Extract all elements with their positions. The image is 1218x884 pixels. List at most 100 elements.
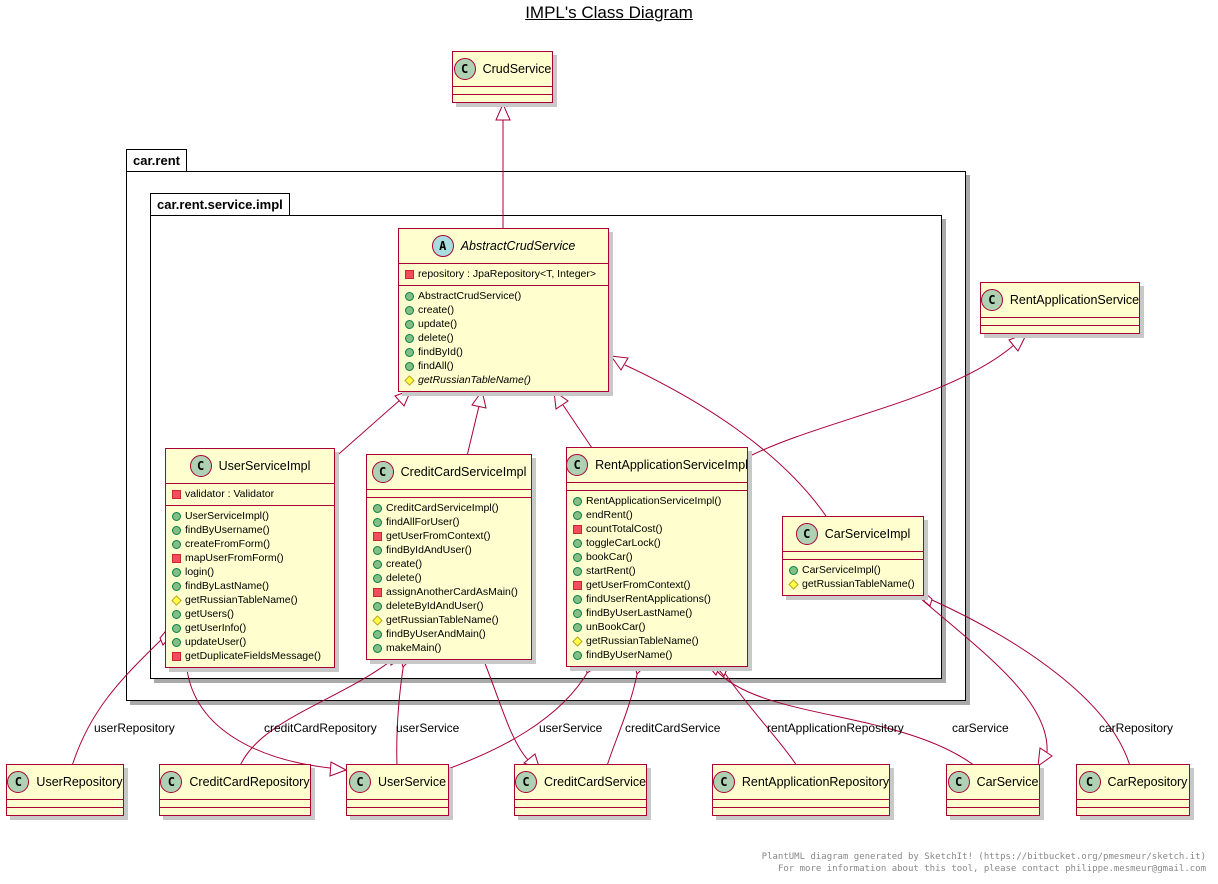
member-text: findAll(): [418, 360, 454, 372]
edge-ccimpl-to-abstract: [466, 405, 480, 457]
public-visibility-icon: [573, 594, 582, 604]
diamond-car-repository: [923, 593, 933, 607]
class-name: AbstractCrudService: [460, 239, 576, 253]
class-name: CarRepository: [1107, 775, 1188, 789]
class-member: CreditCardServiceImpl(): [367, 501, 531, 515]
class-member: create(): [367, 557, 531, 571]
member-text: repository : JpaRepository<T, Integer>: [418, 268, 597, 280]
footer-line-1: PlantUML diagram generated by SketchIt! …: [761, 852, 1206, 862]
class-member: findByUserLastName(): [567, 606, 747, 620]
member-text: mapUserFromForm(): [185, 552, 284, 564]
member-text: update(): [418, 318, 458, 330]
arrow-rent-application-service: [1008, 332, 1029, 352]
class-member: getRussianTableName(): [367, 613, 531, 627]
arrow-user-service-1: [329, 761, 348, 777]
member-text: login(): [185, 566, 215, 578]
class-member: makeMain(): [367, 641, 531, 655]
public-visibility-icon: [172, 525, 181, 535]
class-name: RentApplicationServiceImpl: [595, 458, 748, 472]
member-text: create(): [386, 558, 423, 570]
edge-label-user-service-cc: userService: [396, 721, 460, 735]
member-text: findByUserLastName(): [586, 607, 693, 619]
class-rent-application-service-impl[interactable]: C RentApplicationServiceImpl RentApplicat…: [566, 447, 748, 667]
arrow-car-service: [1037, 747, 1053, 768]
public-visibility-icon: [172, 637, 181, 647]
class-circle-icon: C: [160, 771, 183, 793]
member-text: startRent(): [586, 565, 636, 577]
arrow-abstract-from-user: [394, 389, 412, 407]
member-text: countTotalCost(): [586, 523, 663, 535]
edge-cc-user-service: [396, 661, 405, 767]
member-text: unBookCar(): [586, 621, 646, 633]
methods-section: RentApplicationServiceImpl()endRent()cou…: [567, 490, 747, 666]
public-visibility-icon: [573, 566, 582, 576]
member-text: bookCar(): [586, 551, 633, 563]
class-member: getRussianTableName(): [399, 373, 608, 387]
class-member: update(): [399, 317, 608, 331]
class-name: UserService: [377, 775, 447, 789]
member-text: deleteByIdAndUser(): [386, 600, 484, 612]
edge-userimpl-to-abstract: [331, 399, 401, 461]
methods-section: AbstractCrudService()create()update()del…: [399, 285, 608, 391]
public-visibility-icon: [573, 538, 582, 548]
member-text: assignAnotherCardAsMain(): [386, 586, 518, 598]
class-user-service[interactable]: C UserService: [346, 764, 449, 816]
class-member: findByIdAndUser(): [367, 543, 531, 557]
class-car-repository[interactable]: C CarRepository: [1076, 764, 1190, 816]
package-tab-car-rent: car.rent: [126, 149, 187, 171]
member-text: findByUsername(): [185, 524, 270, 536]
class-circle-icon: C: [348, 771, 371, 793]
public-visibility-icon: [789, 565, 798, 575]
class-circle-icon: C: [1078, 771, 1101, 793]
class-circle-icon: C: [947, 771, 970, 793]
public-visibility-icon: [373, 601, 382, 611]
public-visibility-icon: [573, 552, 582, 562]
member-text: findUserRentApplications(): [586, 593, 711, 605]
member-text: getUsers(): [185, 608, 235, 620]
class-member: login(): [166, 565, 334, 579]
protected-visibility-icon: [572, 635, 583, 647]
public-visibility-icon: [405, 347, 414, 357]
fields-section: validator : Validator: [166, 483, 334, 505]
footer-line-2: For more information about this tool, pl…: [777, 864, 1206, 874]
public-visibility-icon: [172, 567, 181, 577]
class-circle-icon: C: [566, 454, 589, 476]
class-name: RentApplicationService: [1009, 293, 1140, 307]
class-credit-card-repository[interactable]: C CreditCardRepository: [159, 764, 311, 816]
edge-rent-app-repository: [723, 671, 798, 767]
public-visibility-icon: [405, 305, 414, 315]
public-visibility-icon: [405, 319, 414, 329]
fields-section: repository : JpaRepository<T, Integer>: [399, 263, 608, 285]
class-circle-icon: C: [189, 455, 212, 477]
class-member: findByLastName(): [166, 579, 334, 593]
class-member: delete(): [367, 571, 531, 585]
class-circle-icon: C: [453, 58, 476, 80]
public-visibility-icon: [373, 517, 382, 527]
class-member: findByUserName(): [567, 648, 747, 662]
class-member: findByUsername(): [166, 523, 334, 537]
member-text: findByIdAndUser(): [386, 544, 472, 556]
class-member: RentApplicationServiceImpl(): [567, 494, 747, 508]
class-member: getUserInfo(): [166, 621, 334, 635]
edge-carimpl-to-abstract: [624, 364, 827, 517]
edge-label-car-service: carService: [952, 721, 1009, 735]
member-text: delete(): [418, 332, 454, 344]
class-member: toggleCarLock(): [567, 536, 747, 550]
class-member: unBookCar(): [567, 620, 747, 634]
class-member: createFromForm(): [166, 537, 334, 551]
class-name: CreditCardRepository: [189, 775, 310, 789]
protected-visibility-icon: [404, 374, 415, 386]
private-visibility-icon: [573, 524, 582, 534]
public-visibility-icon: [172, 511, 181, 521]
member-text: getRussianTableName(): [386, 614, 499, 626]
